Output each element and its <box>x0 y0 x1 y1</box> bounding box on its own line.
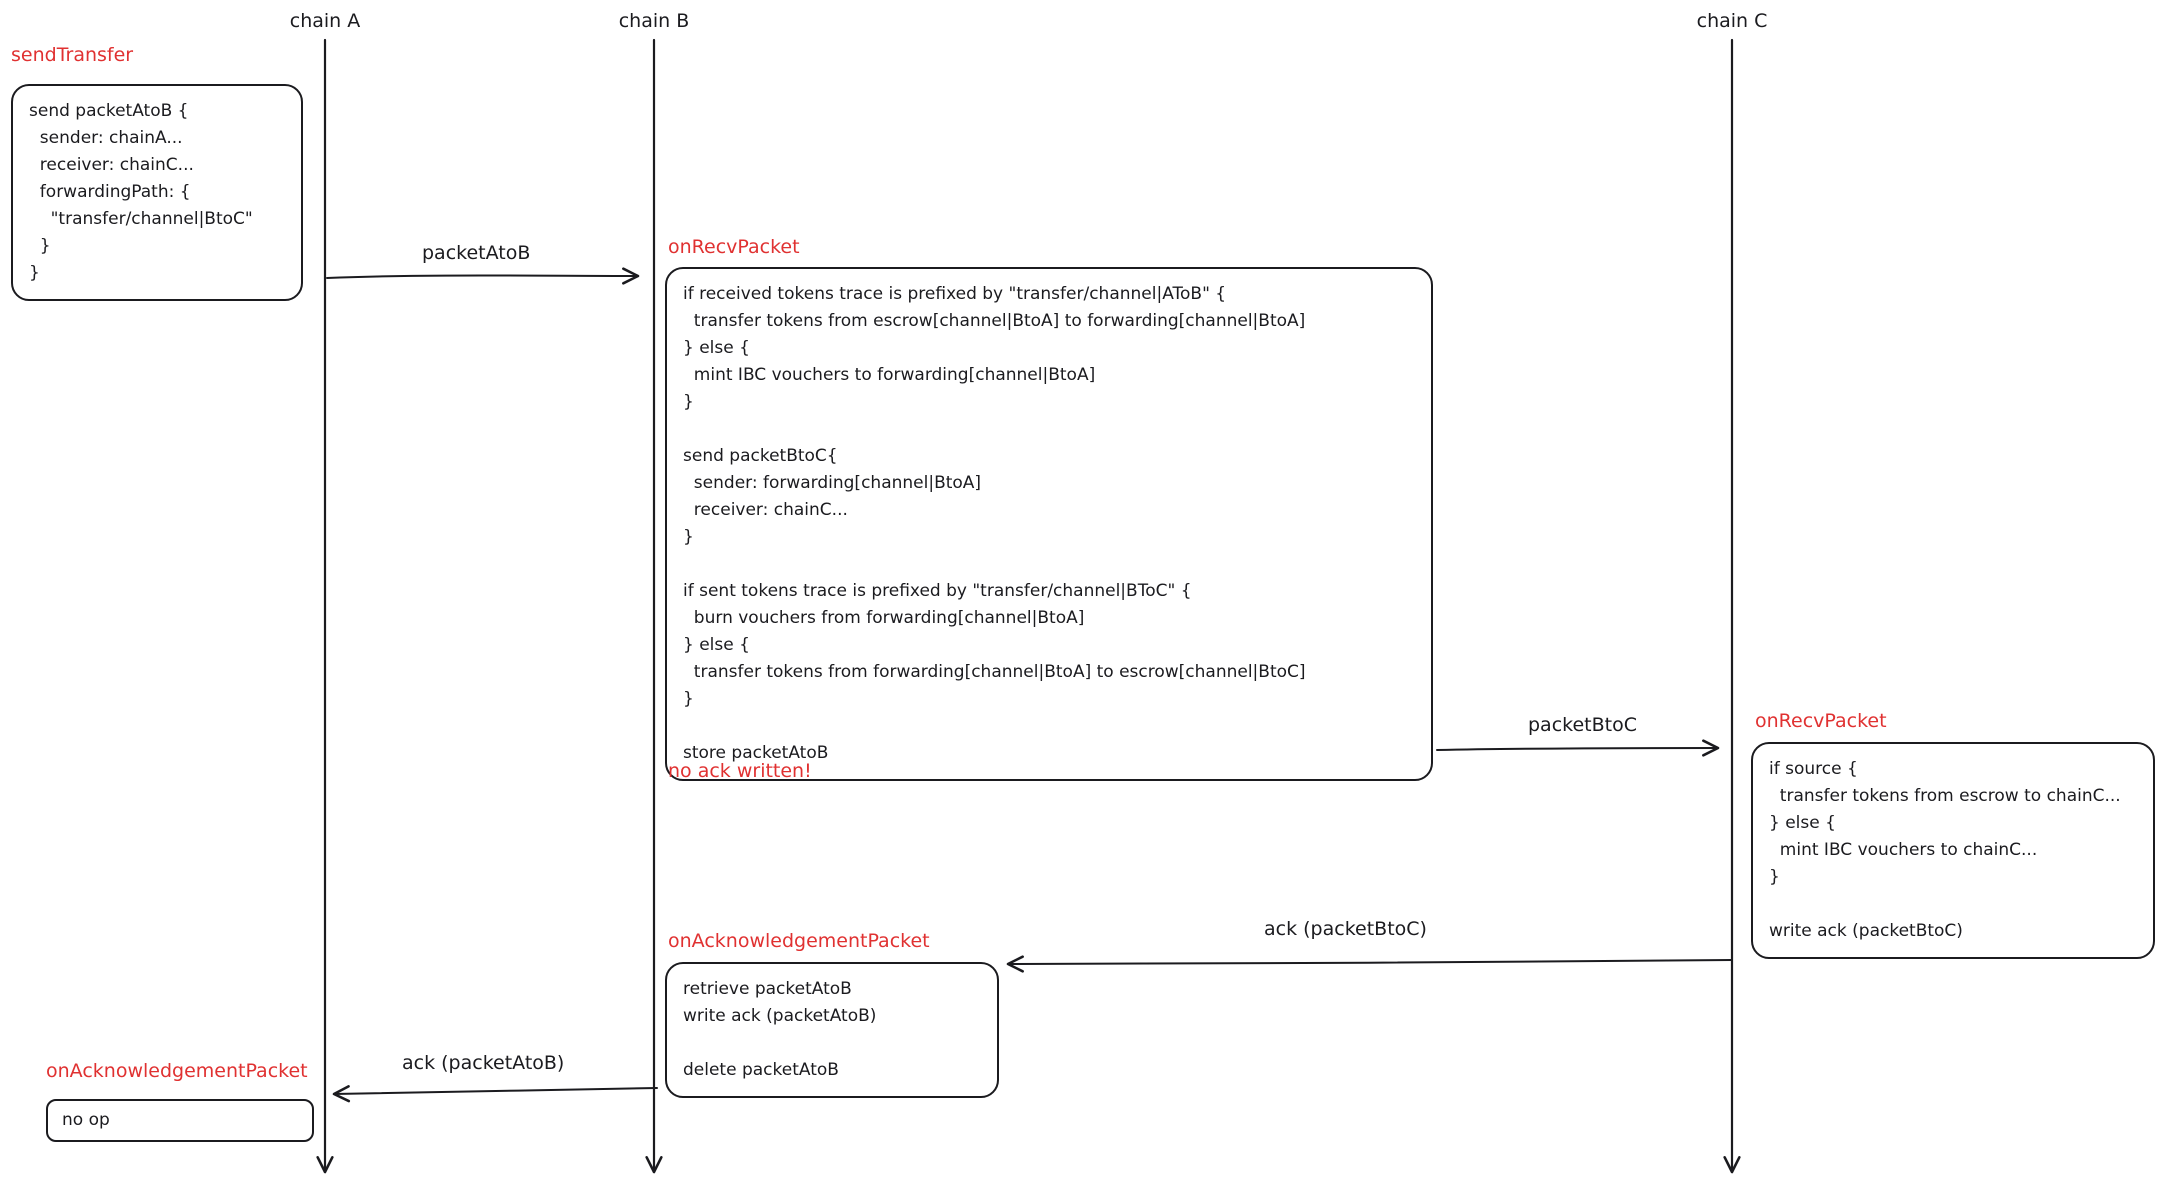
on-ack-packet-a-label: onAcknowledgementPacket <box>46 1060 308 1082</box>
on-recv-packet-c-box: if source { transfer tokens from escrow … <box>1751 742 2155 959</box>
message-label-ack-a-to-b: ack (packetAtoB) <box>402 1052 565 1074</box>
lifeline-label-chain-a: chain A <box>289 10 361 32</box>
send-transfer-body: send packetAtoB { sender: chainA... rece… <box>29 101 253 283</box>
message-label-ack-b-to-c: ack (packetBtoC) <box>1264 918 1427 940</box>
message-arrow-packet-b-to-c <box>1436 739 1720 757</box>
on-ack-packet-a-body: no op <box>62 1110 110 1130</box>
on-recv-packet-b-box: if received tokens trace is prefixed by … <box>665 267 1433 781</box>
on-recv-packet-c-label: onRecvPacket <box>1755 710 1887 732</box>
lifeline-label-chain-b: chain B <box>618 10 690 32</box>
on-ack-packet-b-box: retrieve packetAtoB write ack (packetAto… <box>665 962 999 1098</box>
on-recv-packet-b-label: onRecvPacket <box>668 236 800 258</box>
lifeline-label-chain-c: chain C <box>1696 10 1768 32</box>
no-ack-written-note: no ack written! <box>668 760 812 782</box>
message-arrow-ack-b-to-c <box>1006 955 1733 973</box>
message-arrow-ack-a-to-b <box>332 1085 658 1103</box>
send-transfer-box: send packetAtoB { sender: chainA... rece… <box>11 84 303 301</box>
on-ack-packet-b-label: onAcknowledgementPacket <box>668 930 930 952</box>
message-arrow-packet-a-to-b <box>326 267 640 285</box>
send-transfer-label: sendTransfer <box>11 44 134 66</box>
message-label-packet-b-to-c: packetBtoC <box>1528 714 1637 736</box>
on-ack-packet-a-box: no op <box>46 1099 314 1142</box>
on-recv-packet-c-body: if source { transfer tokens from escrow … <box>1769 759 2121 941</box>
on-recv-packet-b-body: if received tokens trace is prefixed by … <box>683 284 1306 763</box>
on-ack-packet-b-body: retrieve packetAtoB write ack (packetAto… <box>683 979 877 1080</box>
message-label-packet-a-to-b: packetAtoB <box>422 242 531 264</box>
